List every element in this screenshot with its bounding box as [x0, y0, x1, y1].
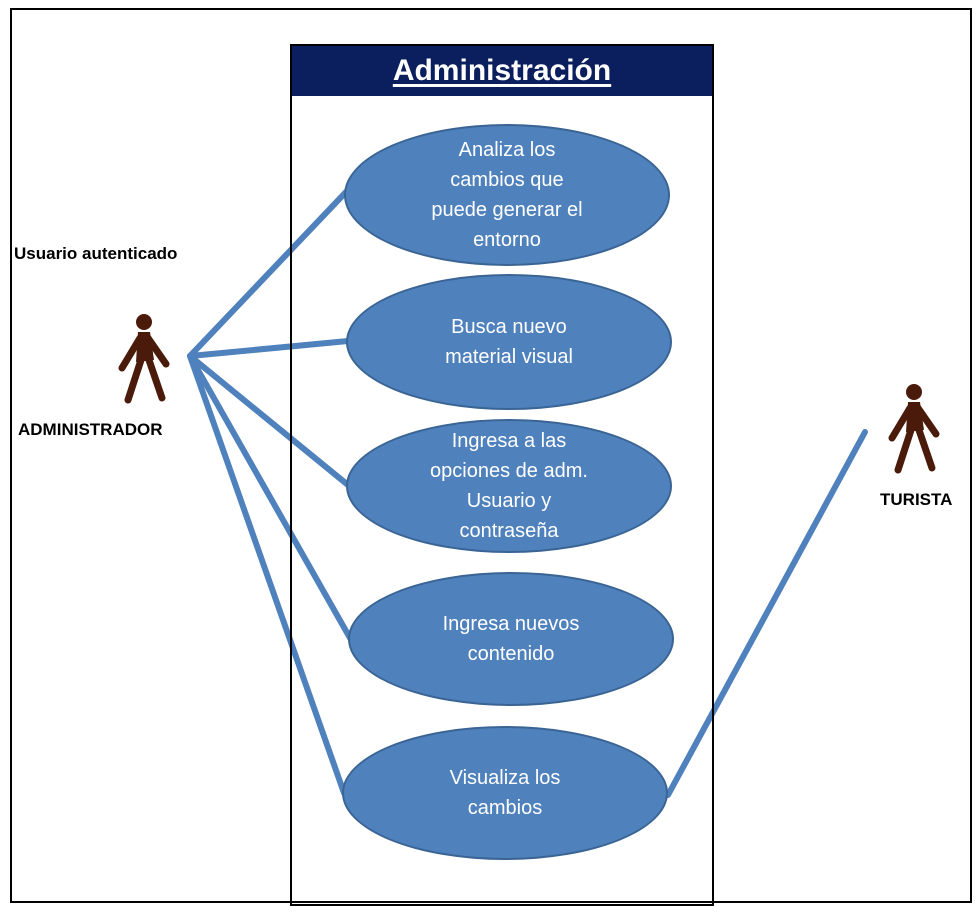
association-admin-uc3 [187, 353, 351, 488]
association-admin-uc4 [187, 353, 353, 641]
system-boundary: Administración [290, 44, 714, 906]
actor-tourist-figure-icon [888, 384, 940, 474]
use-case-add-content: Ingresa nuevos contenido [348, 572, 674, 706]
system-header: Administración [292, 46, 712, 96]
use-case-analyze-changes: Analiza los cambios que puede generar el… [344, 124, 670, 266]
use-case-label: Analiza los cambios que puede generar el… [431, 139, 583, 251]
association-tourist-uc5 [665, 429, 868, 798]
admin-role-note: Usuario autenticado [14, 244, 178, 263]
use-case-label: Visualiza los cambios [449, 767, 561, 819]
association-admin-uc2 [187, 338, 351, 359]
use-case-view-changes: Visualiza los cambios [342, 726, 668, 860]
use-case-admin-login: Ingresa a las opciones de adm. Usuario y… [346, 419, 672, 553]
system-title: Administración [392, 54, 612, 87]
actor-admin-figure-icon [118, 314, 170, 404]
actor-admin-label: ADMINISTRADOR [18, 420, 163, 439]
use-case-label: Ingresa nuevos contenido [442, 613, 580, 665]
diagram-frame [10, 8, 972, 903]
association-admin-uc5 [187, 353, 347, 796]
use-case-label: Ingresa a las opciones de adm. Usuario y… [430, 430, 588, 542]
actor-tourist-label: TURISTA [880, 490, 953, 509]
use-case-search-visual-material: Busca nuevo material visual [346, 274, 672, 410]
use-case-label: Busca nuevo material visual [445, 316, 573, 368]
association-admin-uc1 [187, 189, 349, 359]
